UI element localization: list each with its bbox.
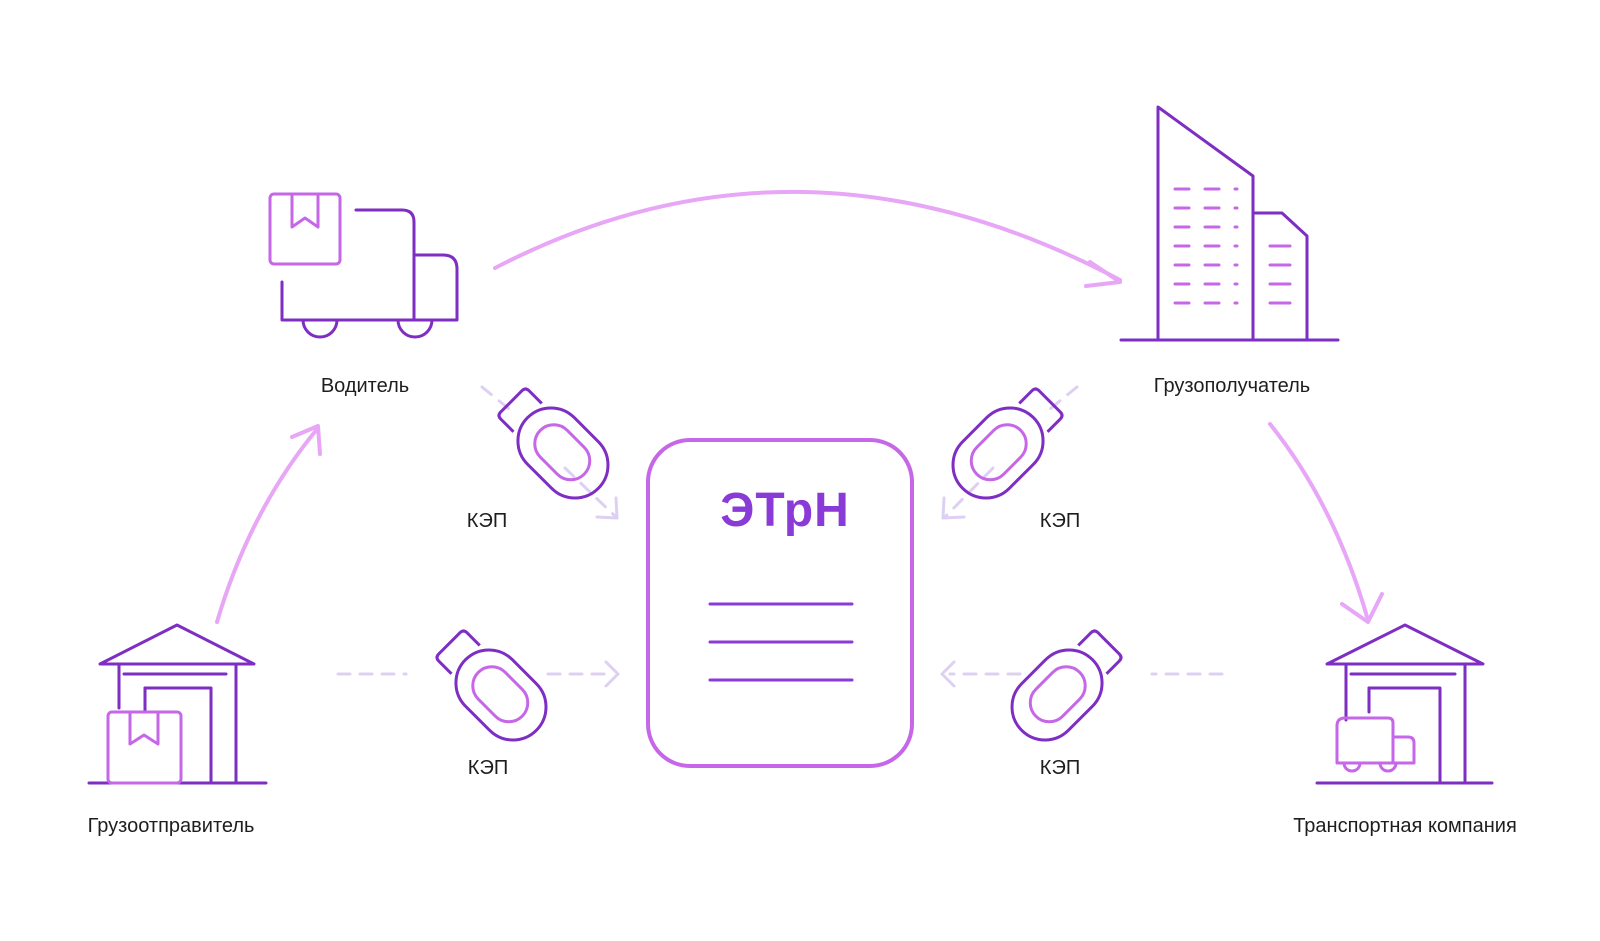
etrn-document <box>646 438 914 768</box>
label-shipper: Грузоотправитель <box>87 815 255 837</box>
usb-token-icon-bottom-right <box>1010 629 1123 742</box>
arrow-consignee-to-carrier <box>1268 422 1384 624</box>
building-icon <box>1119 105 1340 342</box>
label-kep-top-right: КЭП <box>1039 510 1081 532</box>
warehouse-truck-icon <box>1315 623 1494 785</box>
label-kep-bottom-right: КЭП <box>1039 757 1081 779</box>
label-carrier: Транспортная компания <box>1293 815 1517 837</box>
dashed-top-right-a <box>1043 385 1079 415</box>
document-title: ЭТрН <box>720 484 850 537</box>
arrow-driver-to-consignee <box>493 189 1122 288</box>
label-kep-top-left: КЭП <box>466 510 508 532</box>
usb-token-icon-top-left <box>497 387 610 500</box>
usb-token-icon-top-right <box>951 387 1064 500</box>
label-consignee: Грузополучатель <box>1153 375 1311 397</box>
dashed-arrowheads <box>595 496 966 688</box>
usb-token-icon-bottom-left <box>435 629 548 742</box>
arrow-shipper-to-driver <box>215 424 322 624</box>
label-driver: Водитель <box>320 375 410 397</box>
dashed-top-left-b <box>563 466 618 519</box>
label-kep-bottom-left: КЭП <box>467 757 509 779</box>
truck-icon <box>268 192 459 339</box>
flow-arrows <box>215 189 1384 624</box>
dashed-top-left-a <box>480 385 516 415</box>
warehouse-box-icon <box>87 623 268 785</box>
